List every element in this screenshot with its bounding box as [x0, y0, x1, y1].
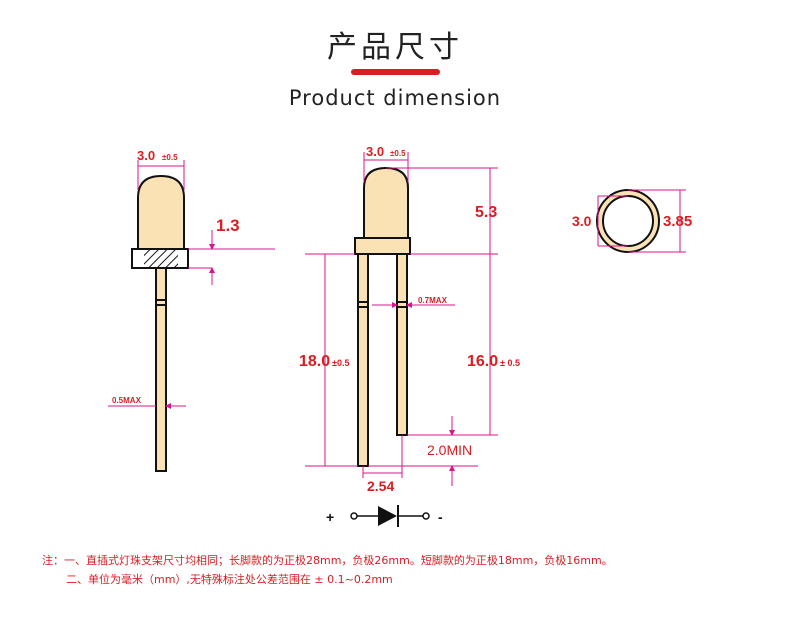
title-underline	[351, 69, 440, 75]
top-inner-lens	[602, 195, 654, 247]
side-lens	[137, 174, 185, 250]
cathode-lead	[396, 253, 408, 436]
long-lead-tol: ±0.5	[332, 358, 349, 368]
long-lead-label: 18.0	[299, 353, 330, 370]
side-lead-max-label: 0.5MAX	[112, 396, 142, 405]
top-view: 3.0 3.85	[572, 189, 692, 253]
top-inner-dia-label: 3.0	[572, 213, 592, 229]
minus-sign: -	[438, 509, 443, 525]
note-line-1: 注：一、直插式灯珠支架尺寸均相同；长脚款的为正极28mm，负极26mm。短脚款的…	[42, 554, 613, 567]
side-lead	[155, 267, 167, 472]
anode-lead	[357, 253, 369, 467]
side-lens-dia: 3.0	[137, 148, 155, 163]
note-line-2: 二、单位为毫米（mm）,无特殊标注处公差范围在 ± 0.1~0.2mm	[66, 573, 393, 586]
pitch-label: 2.54	[367, 478, 394, 494]
top-outer-dia-label: 3.85	[663, 213, 692, 230]
side-flange-hatch	[144, 250, 178, 267]
front-lens-tol: ±0.5	[390, 149, 406, 158]
front-view: 3.0 ±0.5 5.3 0.7MAX 18.0 ±0.5 16.0 ± 0.5…	[299, 144, 520, 494]
front-lens-dia: 3.0	[366, 144, 384, 159]
front-lens	[363, 166, 409, 239]
side-view: 3.0 ±0.5 1.3 0.5MAX	[108, 148, 275, 472]
flange-height-label: 1.3	[216, 216, 240, 235]
title-en: Product dimension	[288, 86, 502, 110]
plus-sign: +	[326, 509, 334, 525]
front-flange	[354, 237, 411, 255]
side-lens-tol: ±0.5	[162, 153, 178, 162]
diode-symbol: + -	[326, 505, 443, 527]
lead-width-label: 0.7MAX	[418, 296, 448, 305]
lens-height-label: 5.3	[475, 204, 497, 221]
title-cn: 产品尺寸	[327, 30, 463, 65]
short-lead-label: 16.0	[467, 353, 498, 370]
short-lead-tol: ± 0.5	[500, 358, 520, 368]
lead-diff-label: 2.0MIN	[427, 442, 472, 458]
